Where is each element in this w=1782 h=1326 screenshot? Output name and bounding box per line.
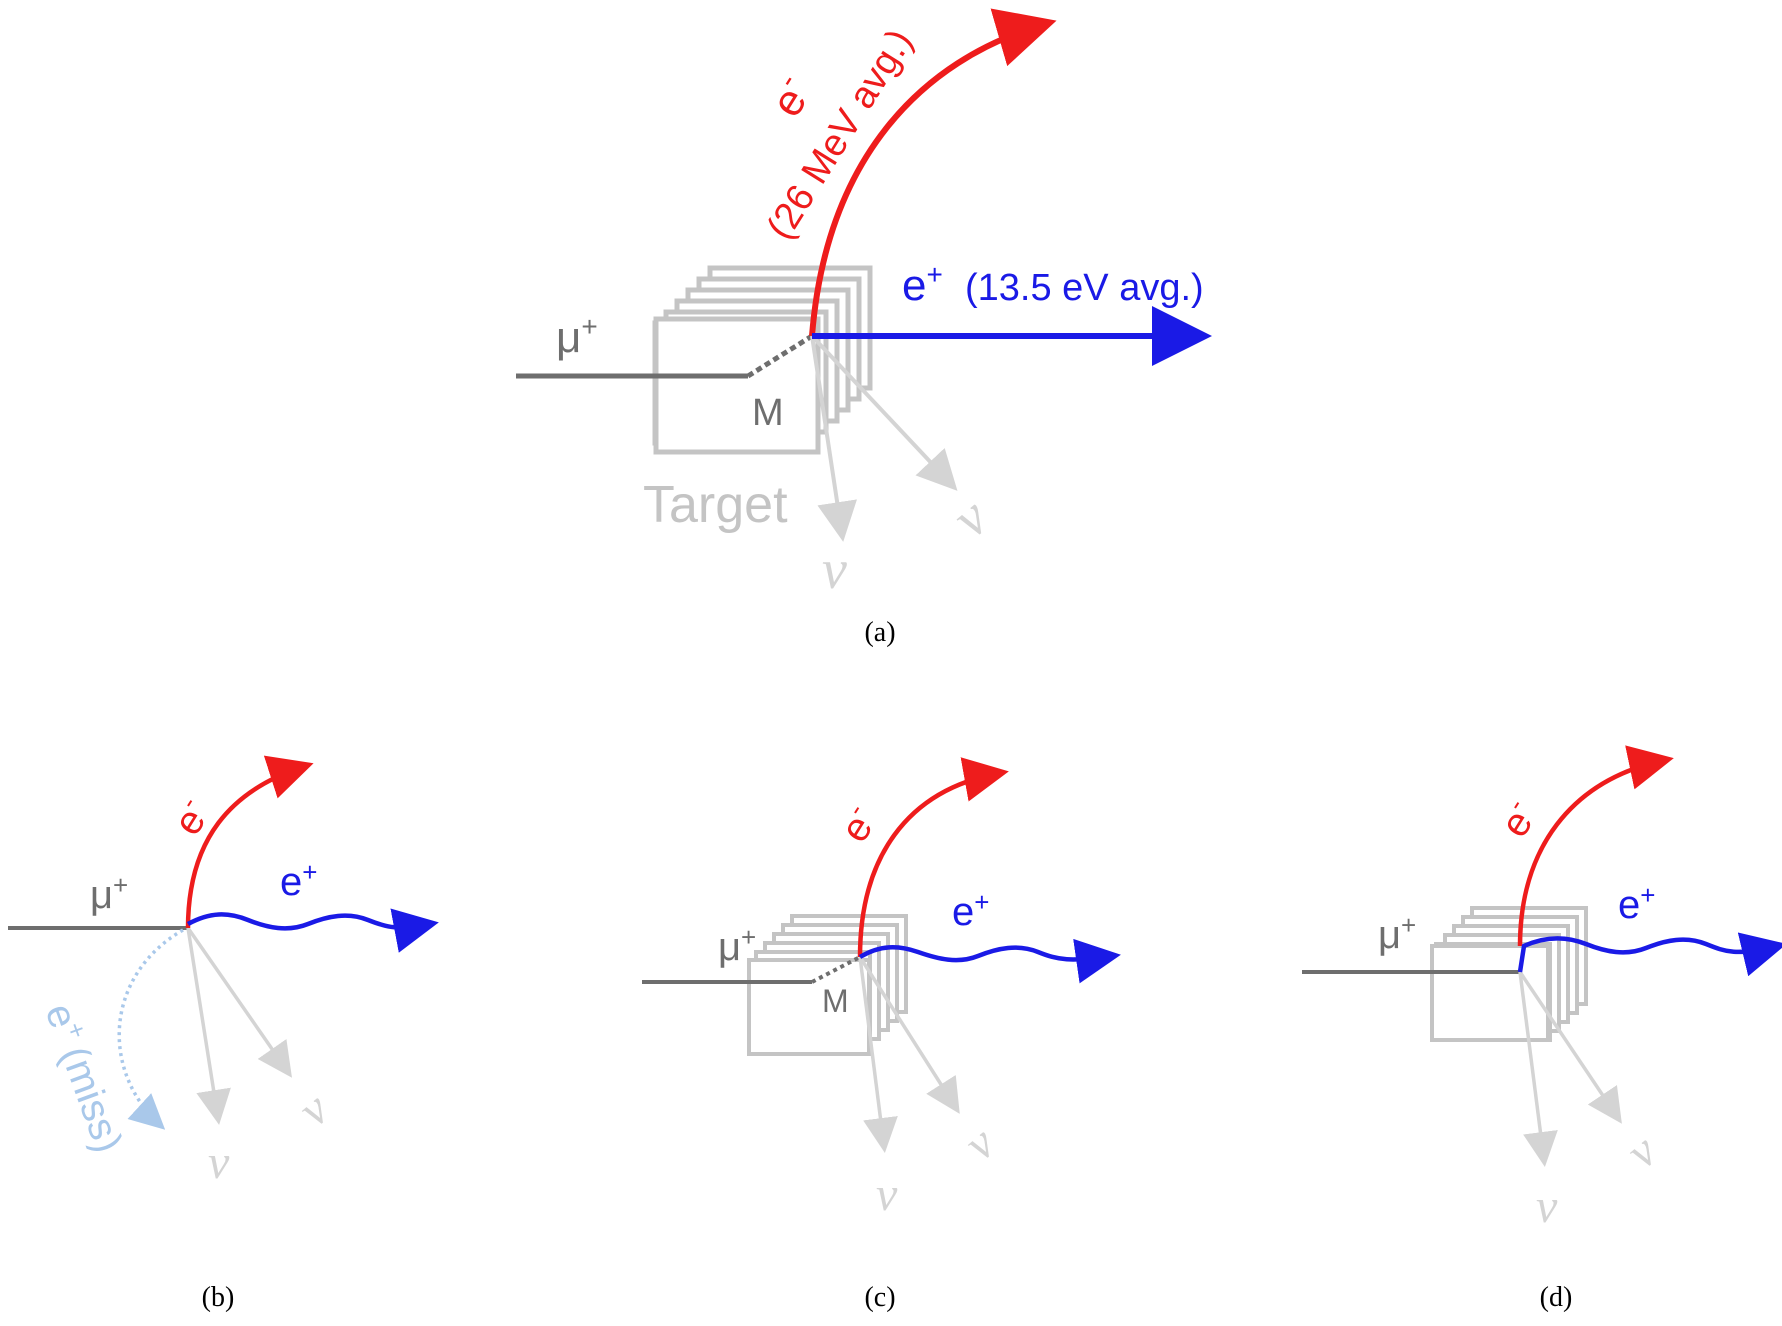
neutrino-arrow-1 bbox=[186, 927, 231, 1125]
panel-c: μ+ M e- e+ ν ν (c) bbox=[642, 757, 1121, 1313]
positron-label: e+ bbox=[280, 857, 317, 904]
target-stack bbox=[1430, 906, 1588, 1042]
neutrino-label-2: ν bbox=[288, 1082, 339, 1137]
positron-label: e+ bbox=[952, 887, 989, 934]
target-stack bbox=[652, 265, 873, 455]
positron-label: e+ bbox=[1618, 880, 1655, 927]
positron-miss-label: e+(miss) bbox=[37, 997, 134, 1158]
panel-a: μ+ M Target ν ν e- (26 MeV avg.) e+ (13.… bbox=[516, 8, 1212, 648]
positron-energy-label: (13.5 eV avg.) bbox=[965, 267, 1204, 309]
positron-label: e+ bbox=[902, 259, 943, 310]
electron-label: e- bbox=[758, 67, 822, 125]
neutrino-label-2: ν bbox=[954, 1116, 1005, 1171]
neutrino-arrow-2 bbox=[186, 927, 292, 1078]
neutrino-label-1: ν bbox=[1536, 1180, 1558, 1233]
positron-wave bbox=[1517, 932, 1782, 977]
panel-b: μ+ e- e+ e+(miss) ν ν (b) bbox=[8, 755, 439, 1313]
neutrino-arrow-2 bbox=[1518, 971, 1622, 1124]
neutrino-arrow-2 bbox=[858, 956, 960, 1114]
panel-d: μ+ e- e+ ν ν (d) bbox=[1302, 745, 1782, 1313]
electron-label: e- bbox=[828, 798, 886, 850]
neutrino-arrow-1 bbox=[1518, 971, 1558, 1167]
neutrino-label-1: ν bbox=[208, 1136, 230, 1189]
caption-a: (a) bbox=[864, 617, 895, 648]
positron-wave bbox=[186, 908, 439, 953]
electron-label: e- bbox=[1488, 793, 1546, 845]
muonium-label: M bbox=[752, 392, 784, 434]
target-label: Target bbox=[643, 476, 788, 534]
neutrino-arrow-2 bbox=[810, 334, 958, 491]
neutrino-arrow-1 bbox=[810, 335, 857, 542]
electron-arrow bbox=[809, 8, 1057, 337]
muon-label: μ+ bbox=[718, 922, 756, 969]
electron-arrow bbox=[185, 755, 314, 929]
target-stack bbox=[747, 914, 908, 1056]
positron-wave bbox=[858, 938, 1121, 984]
neutrino-label-1: ν bbox=[876, 1168, 898, 1221]
neutrino-label-2: ν bbox=[941, 486, 1000, 550]
electron-arrow bbox=[857, 757, 1009, 958]
caption-c: (c) bbox=[864, 1282, 895, 1313]
muonium-path bbox=[811, 955, 861, 984]
muon-label: μ+ bbox=[1378, 910, 1416, 957]
neutrino-arrow-1 bbox=[858, 956, 898, 1153]
muonium-path bbox=[746, 333, 814, 379]
neutrino-label-2: ν bbox=[1616, 1124, 1667, 1179]
caption-b: (b) bbox=[202, 1282, 235, 1313]
muonium-label: M bbox=[822, 983, 849, 1019]
electron-arrow bbox=[1517, 745, 1674, 947]
muon-label: μ+ bbox=[556, 311, 598, 362]
muon-label: μ+ bbox=[90, 870, 128, 917]
neutrino-label-1: ν bbox=[822, 539, 847, 601]
positron-miss-arrow bbox=[117, 928, 184, 1130]
caption-d: (d) bbox=[1540, 1282, 1573, 1313]
